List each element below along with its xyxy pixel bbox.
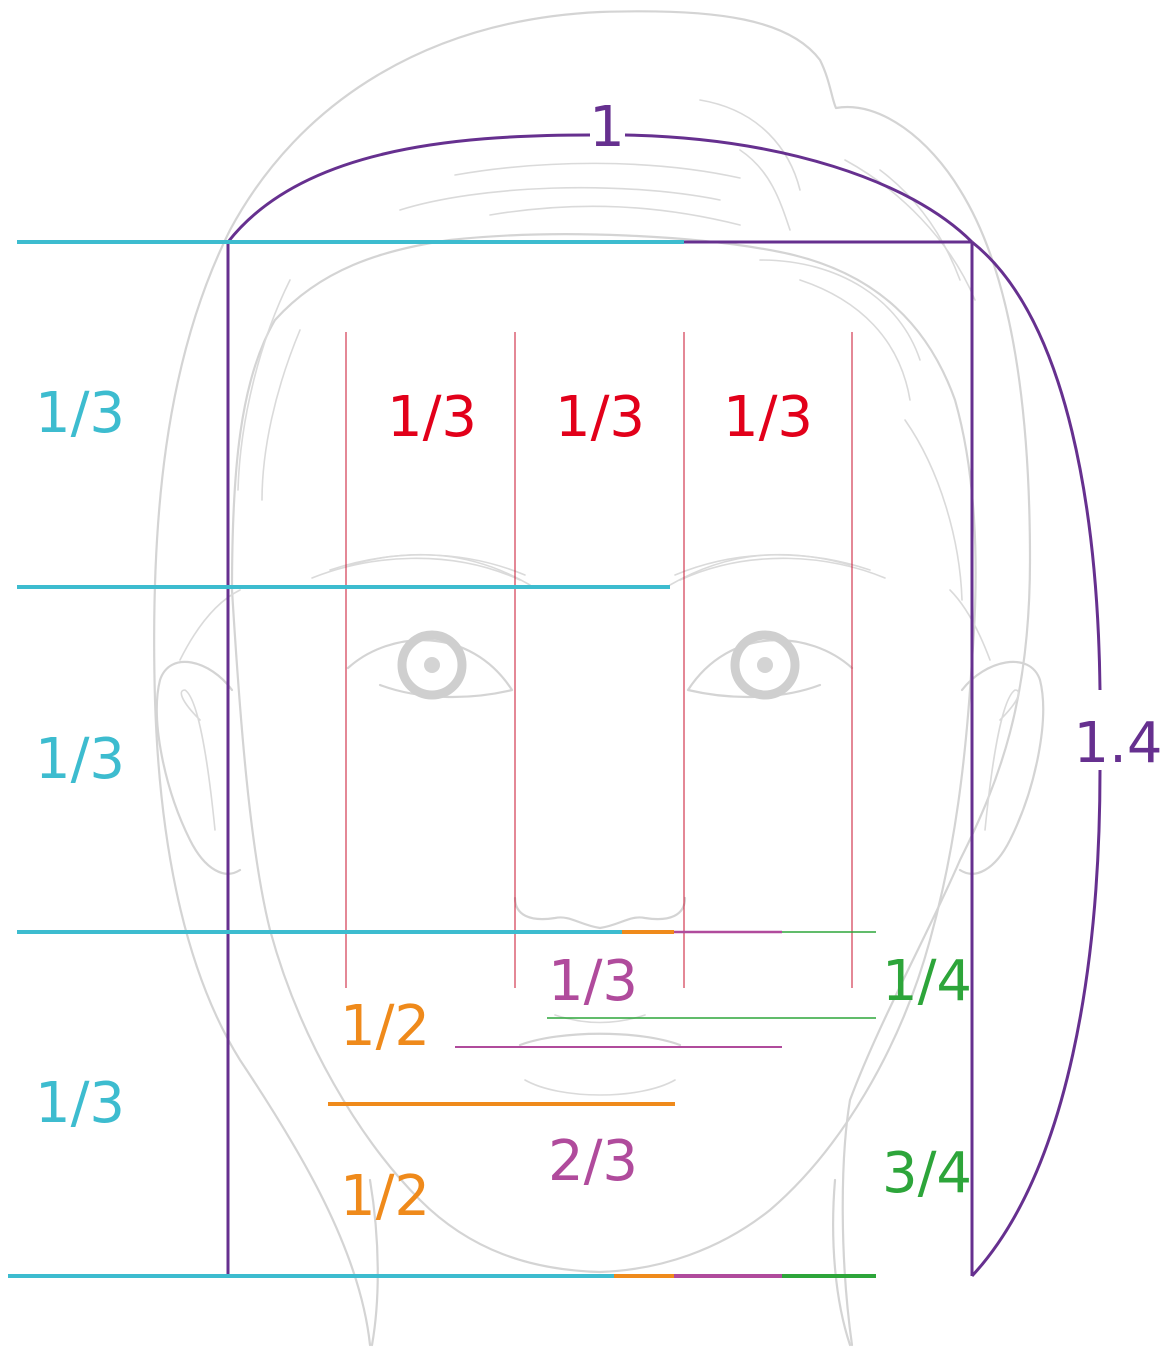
horizontal-third-label-left: 1/3: [387, 385, 477, 450]
hair-strand: [740, 150, 790, 230]
mouth-upper: [520, 1034, 680, 1045]
hair-strand: [455, 163, 740, 178]
neck-right: [833, 1180, 850, 1345]
horizontal-third-label-center: 1/3: [555, 385, 645, 450]
two-thirds-label: 2/3: [548, 1129, 638, 1194]
hair-strand: [262, 330, 300, 500]
hair-strand: [880, 170, 960, 280]
vertical-third-label-top: 1/3: [35, 381, 125, 446]
height-ratio-label: 1.4: [1073, 711, 1162, 776]
eyebrow-left: [312, 558, 520, 580]
lower-half-label: 1/2: [340, 1164, 430, 1229]
horizontal-third-label-right: 1/3: [723, 385, 813, 450]
one-quarter-label: 1/4: [882, 949, 972, 1014]
pupil-right: [757, 657, 773, 673]
hair-strand: [180, 590, 240, 660]
nose: [515, 898, 685, 928]
hair-strand: [905, 420, 962, 600]
hair-strand: [490, 206, 740, 225]
one-third-label: 1/3: [548, 949, 638, 1014]
upper-half-label: 1/2: [340, 994, 430, 1059]
ear-left-inner: [181, 690, 215, 830]
hair-strand: [950, 590, 990, 660]
hair-strand: [800, 280, 910, 400]
hair-strand: [760, 260, 920, 360]
pupil-left: [424, 657, 440, 673]
width-label: 1: [589, 95, 625, 160]
vertical-third-label-bottom: 1/3: [35, 1071, 125, 1136]
three-quarters-label: 3/4: [882, 1141, 972, 1206]
vertical-third-label-middle: 1/3: [35, 727, 125, 792]
mouth-lower: [525, 1080, 675, 1095]
eyebrow-right: [680, 558, 885, 580]
